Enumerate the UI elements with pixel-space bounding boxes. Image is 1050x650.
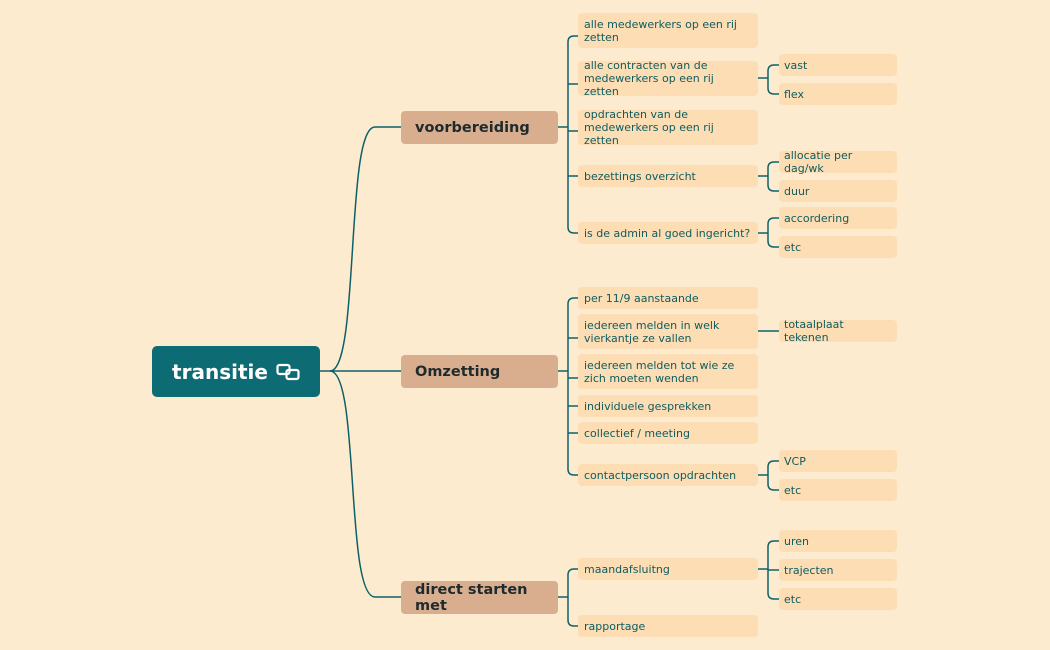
subtopic-node[interactable]: etc (779, 588, 897, 610)
subtopic-node[interactable]: totaalplaat tekenen (779, 318, 897, 344)
topic-node[interactable]: bezettings overzicht (578, 165, 758, 187)
connector-line (567, 226, 578, 234)
connector-line (567, 468, 578, 476)
connector-line (767, 240, 779, 248)
connector-line (767, 483, 779, 491)
topic-node[interactable]: iedereen melden in welk vierkantje ze va… (578, 314, 758, 349)
subtopic-node[interactable]: vast (779, 54, 897, 76)
connector-line (767, 87, 779, 95)
connector-line (567, 297, 578, 305)
connector-line (767, 64, 779, 72)
subtopic-node[interactable]: etc (779, 236, 897, 258)
connector-line (567, 35, 578, 43)
topic-node[interactable]: opdrachten van de medewerkers op een rij… (578, 108, 758, 147)
branch-node[interactable]: direct starten met (401, 581, 558, 614)
subtopic-node[interactable]: accordering (779, 207, 897, 229)
connector-line (767, 460, 779, 468)
topic-node[interactable]: iedereen melden tot wie ze zich moeten w… (578, 354, 758, 389)
topic-node[interactable]: alle medewerkers op een rij zetten (578, 13, 758, 48)
subtopic-node[interactable]: flex (779, 83, 897, 105)
topic-node[interactable]: rapportage (578, 615, 758, 637)
connector-line (329, 370, 401, 598)
topic-node[interactable]: collectief / meeting (578, 422, 758, 444)
connector-line (767, 540, 779, 548)
root-node[interactable]: transitie (152, 346, 320, 397)
subtopic-node[interactable]: allocatie per dag/wk (779, 149, 897, 175)
connector-line (767, 217, 779, 225)
connector-line (767, 184, 779, 192)
link-icon[interactable] (276, 363, 300, 381)
topic-node[interactable]: maandafsluitng (578, 558, 758, 580)
connector-line (567, 619, 578, 627)
subtopic-node[interactable]: duur (779, 180, 897, 202)
topic-node[interactable]: per 11/9 aanstaande (578, 287, 758, 309)
connector-line (767, 161, 779, 169)
connector-line (767, 592, 779, 600)
subtopic-node[interactable]: trajecten (779, 559, 897, 581)
branch-node[interactable]: Omzetting (401, 355, 558, 388)
topic-node[interactable]: alle contracten van de medewerkers op ee… (578, 59, 758, 98)
connector-line (329, 126, 401, 372)
topic-node[interactable]: is de admin al goed ingericht? (578, 222, 758, 244)
subtopic-node[interactable]: etc (779, 479, 897, 501)
connector-line (567, 568, 578, 576)
topic-node[interactable]: contactpersoon opdrachten (578, 464, 758, 486)
subtopic-node[interactable]: uren (779, 530, 897, 552)
subtopic-node[interactable]: VCP (779, 450, 897, 472)
topic-node[interactable]: individuele gesprekken (578, 395, 758, 417)
branch-node[interactable]: voorbereiding (401, 111, 558, 144)
root-label: transitie (172, 359, 268, 384)
